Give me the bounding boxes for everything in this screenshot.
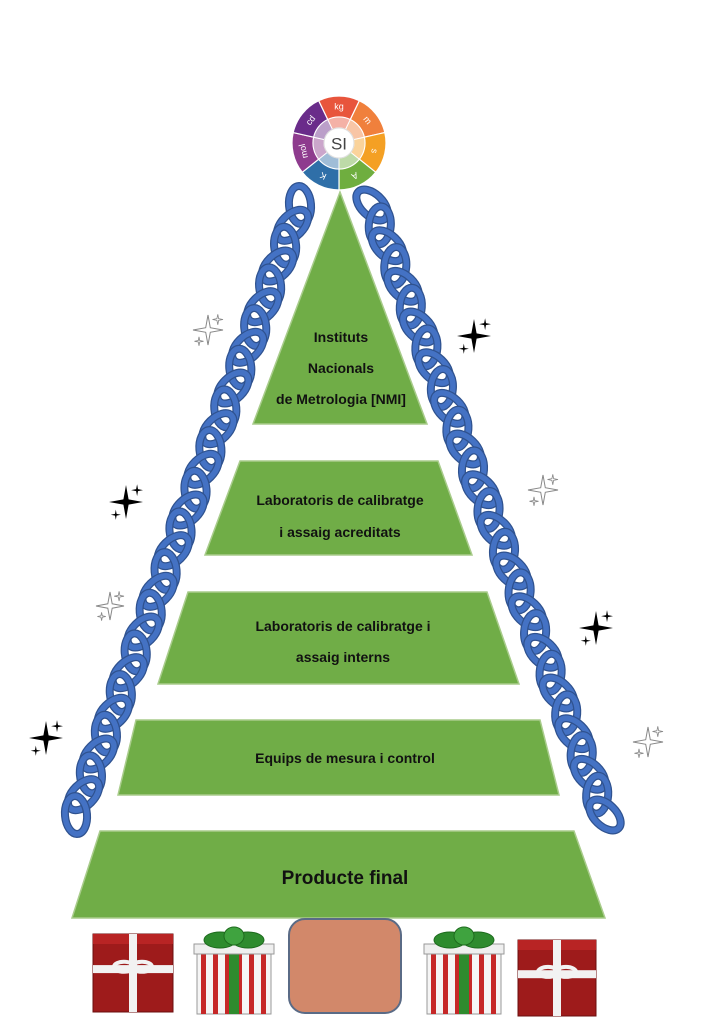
tier-2-line-2: i assaig acreditats	[279, 524, 401, 540]
sparkle-icon	[527, 474, 559, 506]
left-chain-link	[272, 205, 313, 245]
si-center	[323, 127, 355, 159]
tier-1-line-3: de Metrologia [NMI]	[276, 391, 406, 407]
right-chain-link	[426, 365, 457, 411]
si-unit-label: A	[350, 170, 360, 182]
si-center-label: SI	[331, 135, 347, 154]
left-chain-link	[165, 507, 196, 554]
tier-3-label: Laboratoris de calibratge i assaig inter…	[178, 611, 508, 673]
left-chain-link	[243, 287, 283, 327]
left-chain-link	[255, 263, 286, 310]
right-chain-link	[364, 202, 395, 249]
left-chain-link	[183, 449, 223, 489]
tier-1-line-2: Nacionals	[307, 360, 375, 376]
right-chain-link	[582, 771, 613, 818]
sparkle-icon	[192, 314, 224, 346]
tier-3-shape	[156, 591, 521, 685]
right-chain-link	[352, 185, 392, 225]
left-chain-link	[153, 531, 193, 571]
tier-2-shape	[203, 460, 474, 556]
right-chain-link	[566, 731, 597, 777]
right-chain-link	[585, 795, 625, 835]
left-chain-link	[123, 612, 163, 652]
right-chain-link	[367, 226, 408, 266]
gift-striped-icon	[193, 926, 275, 1015]
left-chain-link	[210, 385, 241, 432]
left-chain-link	[105, 670, 136, 716]
sparkle-icon	[579, 610, 613, 646]
left-chain-link	[213, 368, 253, 408]
left-chain-link	[78, 734, 118, 774]
left-chain-link	[168, 490, 208, 530]
left-chain-link	[93, 693, 133, 733]
sparkle-icon	[457, 318, 491, 354]
sparkle-icon	[632, 726, 664, 758]
tier-5-line-1: Producte final	[281, 868, 409, 889]
gift-red-icon	[517, 939, 597, 1017]
left-chain-link	[108, 653, 148, 693]
left-chain-link	[195, 426, 226, 472]
si-unit-segment	[292, 99, 329, 138]
right-chain-link	[520, 609, 551, 655]
right-chain-link	[473, 487, 504, 533]
tier-4-line-1: Equips de mesura i control	[255, 750, 435, 766]
sparkle-icon	[95, 591, 125, 621]
left-chain-link	[198, 409, 238, 449]
center-box	[288, 918, 402, 1014]
left-chain-link	[90, 710, 121, 757]
tier-3-line-1: Laboratoris de calibratge i	[255, 618, 431, 634]
left-chain-link	[258, 246, 298, 286]
si-unit-label: mol	[297, 143, 310, 159]
gift-red-icon	[92, 933, 174, 1013]
tier-3-line-2: assaig interns	[295, 649, 391, 665]
left-chain-link	[138, 571, 178, 611]
tier-1-shape	[251, 189, 429, 425]
tier-2-line-1: Laboratoris de calibratge	[256, 492, 424, 508]
tier-5-label: Producte final	[120, 864, 570, 894]
left-chain-link	[228, 327, 268, 367]
sparkle-icon	[29, 720, 63, 756]
si-unit-label: K	[318, 170, 328, 182]
sparkle-icon	[109, 484, 143, 520]
right-chain-link	[457, 446, 489, 493]
left-chain-link	[60, 792, 92, 838]
left-chain-link	[225, 344, 256, 391]
right-chain-link	[535, 649, 566, 696]
pyramid-tiers	[70, 189, 607, 919]
left-chain-link	[284, 182, 316, 228]
left-chain-link	[75, 751, 106, 798]
tier-4-shape	[117, 719, 560, 796]
right-chain-link	[488, 527, 520, 574]
sparkles	[29, 314, 664, 758]
tier-1-label: Instituts Nacionals de Metrologia [NMI]	[255, 322, 427, 415]
right-chain-link	[504, 568, 535, 615]
tier-4-label: Equips de mesura i control	[150, 746, 540, 770]
left-chain-link	[270, 222, 301, 269]
right-chain-link	[380, 243, 411, 289]
right-chain-link	[551, 690, 582, 737]
left-chain-link	[120, 629, 151, 676]
right-chain-link	[395, 283, 426, 330]
right-chain-link	[442, 405, 473, 452]
right-chain-link	[411, 324, 442, 371]
gift-striped-icon	[423, 926, 505, 1015]
tier-1-line-1: Instituts	[313, 329, 369, 345]
left-chain-link	[240, 304, 271, 350]
si-unit-label: s	[369, 148, 380, 155]
left-chain-link	[135, 588, 166, 635]
tier-2-label: Laboratoris de calibratge i assaig acred…	[206, 484, 474, 548]
left-chain-link	[63, 775, 104, 815]
si-unit-label: kg	[334, 102, 344, 112]
gifts	[92, 918, 597, 1017]
left-chain-link	[180, 466, 211, 513]
tier-5-shape	[70, 830, 607, 919]
left-chain-link	[150, 548, 181, 594]
